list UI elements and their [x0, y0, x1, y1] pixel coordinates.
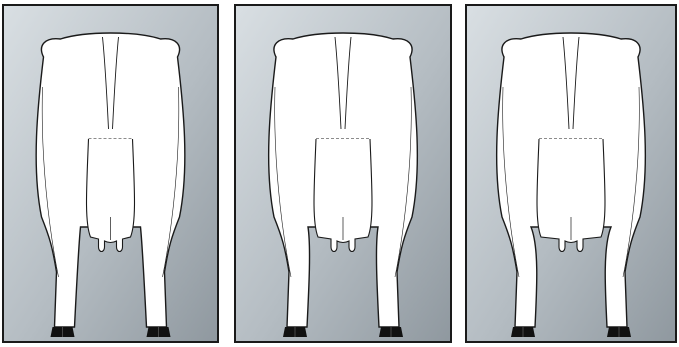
panel-wide-udder [466, 5, 676, 342]
panel-narrow-udder [3, 5, 218, 342]
panel-intermediate-udder [235, 5, 451, 342]
